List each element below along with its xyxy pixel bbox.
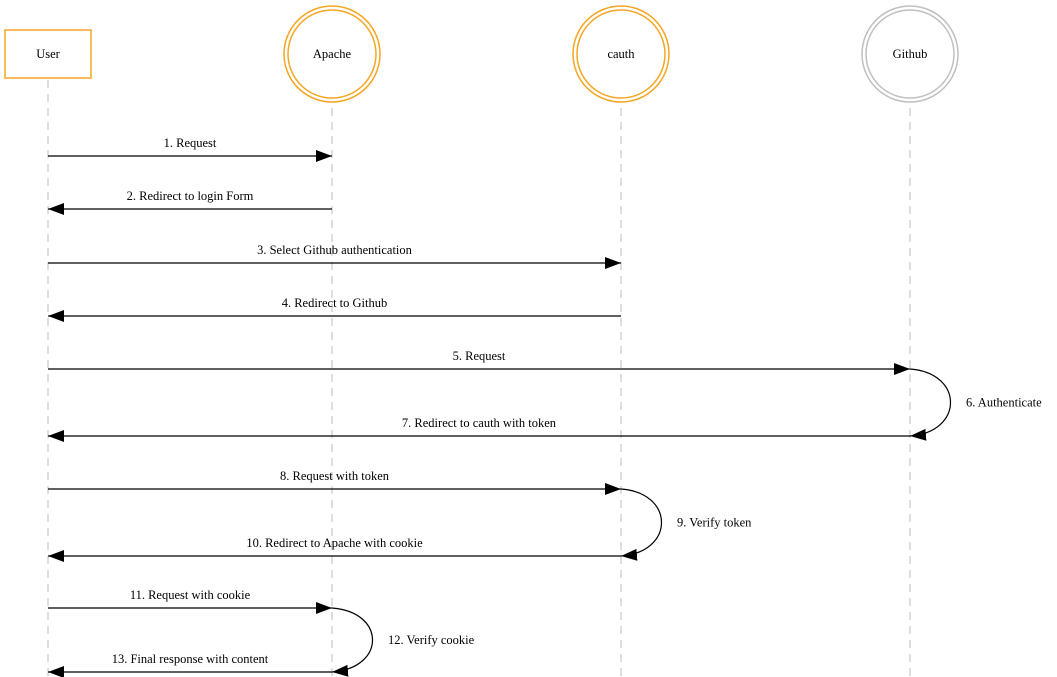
actor-inner-circle — [576, 9, 666, 99]
actor-box — [4, 29, 92, 79]
message-label: 4. Redirect to Github — [282, 296, 388, 310]
message-7: 7. Redirect to cauth with token — [48, 416, 910, 442]
message-label: 6. Authenticate — [966, 396, 1042, 410]
message-label: 9. Verify token — [677, 516, 752, 530]
message-label: 5. Request — [453, 349, 506, 363]
lifelines — [47, 80, 911, 677]
message-1: 1. Request — [48, 136, 332, 162]
message-3: 3. Select Github authentication — [48, 243, 621, 269]
actor-label: cauth — [607, 47, 635, 61]
actor-label: User — [36, 47, 60, 61]
message-label: 1. Request — [164, 136, 217, 150]
message-label: 7. Redirect to cauth with token — [402, 416, 557, 430]
actor-github: Github — [861, 5, 959, 103]
message-label: 13. Final response with content — [112, 652, 269, 666]
message-label: 12. Verify cookie — [388, 633, 475, 647]
message-4: 4. Redirect to Github — [48, 296, 621, 322]
self-loop-arrow — [909, 368, 951, 441]
message-2: 2. Redirect to login Form — [48, 189, 332, 215]
messages: 1. Request 2. Redirect to login Form 3. Se… — [48, 136, 1042, 677]
actor-apache: Apache — [283, 5, 381, 103]
message-6: 6. Authenticate — [909, 368, 1042, 441]
message-9: 9. Verify token — [620, 488, 752, 561]
actor-user: User — [4, 29, 92, 79]
message-label: 11. Request with cookie — [130, 588, 251, 602]
actor-label: Apache — [313, 47, 352, 61]
message-label: 2. Redirect to login Form — [127, 189, 254, 203]
actor-label: Github — [893, 47, 928, 61]
message-label: 8. Request with token — [280, 469, 390, 483]
actor-outer-circle — [572, 5, 670, 103]
message-label: 3. Select Github authentication — [257, 243, 413, 257]
actor-cauth: cauth — [572, 5, 670, 103]
self-loop-arrow — [331, 607, 373, 677]
message-11: 11. Request with cookie — [48, 588, 332, 614]
message-12: 12. Verify cookie — [331, 607, 475, 677]
actor-outer-circle — [283, 5, 381, 103]
message-label: 10. Redirect to Apache with cookie — [246, 536, 423, 550]
actors: User Apache cauth Github — [4, 5, 959, 103]
message-10: 10. Redirect to Apache with cookie — [48, 536, 621, 562]
message-5: 5. Request — [48, 349, 910, 375]
message-8: 8. Request with token — [48, 469, 621, 495]
self-loop-arrow — [620, 488, 662, 561]
actor-inner-circle — [287, 9, 377, 99]
actor-outer-circle — [861, 5, 959, 103]
actor-inner-circle — [865, 9, 955, 99]
message-13: 13. Final response with content — [48, 652, 332, 677]
